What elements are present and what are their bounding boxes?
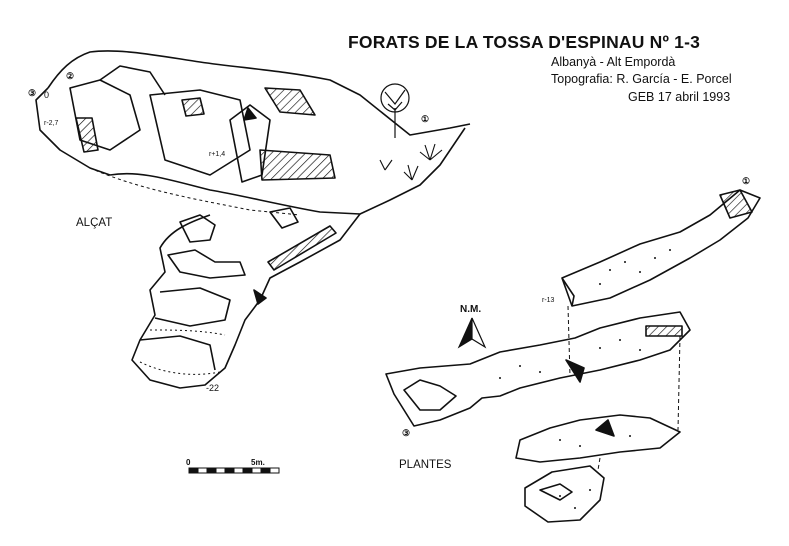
hatched-area-1 — [264, 87, 316, 116]
scale-five-label: 5m. — [251, 458, 265, 467]
hatched-area-3 — [75, 117, 99, 153]
entrance-1-marker: ① — [421, 114, 430, 124]
scale-bar — [188, 467, 280, 474]
depth-r27-label: r-2,7 — [44, 120, 59, 127]
rock-block-2 — [149, 89, 251, 176]
surface-profile — [47, 50, 471, 136]
scale-zero-label: 0 — [186, 458, 191, 467]
depth-22-label: -22 — [206, 383, 220, 393]
entrance-3-marker: ③ — [28, 88, 37, 98]
diagram-title: FORATS DE LA TOSSA D'ESPINAU Nº 1-3 — [348, 32, 701, 52]
plan-views — [385, 189, 761, 523]
group-date: GEB 17 abril 1993 — [628, 90, 731, 104]
left-wall — [35, 87, 111, 176]
plan-3-outline — [515, 414, 681, 463]
survey-credit: Topografia: R. García - E. Porcel — [551, 72, 732, 86]
tree-icon — [380, 83, 410, 138]
plan-entrance-3-marker: ③ — [402, 428, 411, 438]
shaft-outline — [131, 213, 361, 389]
elevation-section — [35, 50, 471, 389]
plan-4-outline — [524, 465, 605, 523]
fissure-rock — [229, 104, 271, 183]
hatched-ramp — [267, 225, 337, 271]
depth-r14-label: r+1,4 — [209, 151, 226, 158]
plan-1-outline — [561, 189, 761, 307]
passage-floor — [109, 127, 466, 215]
depth-r13-label: r-13 — [542, 297, 555, 304]
hatched-area-2 — [259, 149, 336, 181]
north-label: N.M. — [460, 304, 482, 315]
depth-0-label: 0 — [44, 90, 50, 100]
shrub-icon — [379, 143, 443, 181]
location-label: Albanyà - Alt Empordà — [551, 55, 676, 69]
section-label: ALÇAT — [76, 217, 113, 229]
entrance-2-marker: ② — [66, 71, 75, 81]
north-arrow-icon — [457, 317, 487, 349]
plan-2-outline — [385, 311, 691, 427]
plan-entrance-1-marker: ① — [742, 176, 751, 186]
plans-label: PLANTES — [399, 459, 452, 471]
